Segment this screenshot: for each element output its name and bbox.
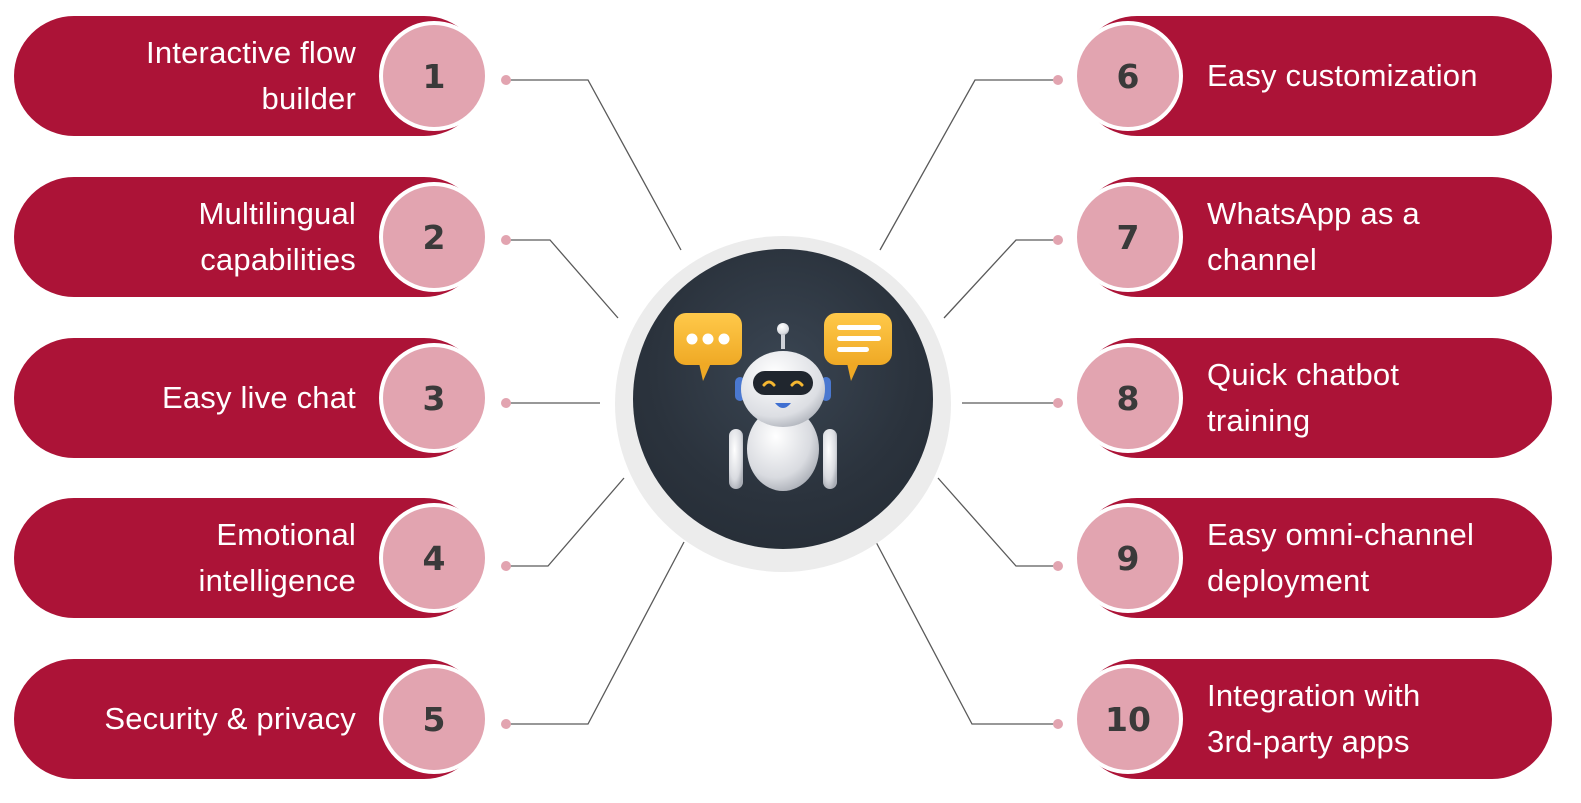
feature-label-5: Security & privacy	[104, 701, 356, 736]
connector-dot-10	[1053, 719, 1063, 729]
feature-label-10: Integration with 3rd-party apps	[1207, 678, 1421, 759]
feature-number-6: 6	[1077, 25, 1179, 127]
feature-number-1: 1	[383, 25, 485, 127]
feature-label-4: Emotional intelligence	[198, 517, 356, 598]
feature-badge-8: 8	[1073, 343, 1183, 453]
feature-number-9: 9	[1077, 507, 1179, 609]
feature-number-3: 3	[383, 347, 485, 449]
feature-number-2: 2	[383, 186, 485, 288]
feature-label-2: Multilingual capabilities	[198, 196, 356, 277]
chatbot-robot-icon	[674, 313, 892, 491]
connector-dot-7	[1053, 235, 1063, 245]
connector-5	[506, 541, 685, 725]
connector-1	[506, 79, 682, 251]
feature-badge-6: 6	[1073, 21, 1183, 131]
feature-label-7: WhatsApp as a channel	[1207, 196, 1420, 277]
chat-lines-bubble-icon	[824, 313, 892, 381]
feature-badge-9: 9	[1073, 503, 1183, 613]
connector-6	[879, 79, 1058, 251]
connector-10	[875, 541, 1058, 725]
connector-dot-1	[501, 75, 511, 85]
feature-label-8: Quick chatbot training	[1207, 357, 1400, 438]
connector-dot-4	[501, 561, 511, 571]
feature-number-10: 10	[1077, 668, 1179, 770]
feature-number-8: 8	[1077, 347, 1179, 449]
connector-dot-3	[501, 398, 511, 408]
feature-number-7: 7	[1077, 186, 1179, 288]
connector-dot-5	[501, 719, 511, 729]
feature-badge-3: 3	[379, 343, 489, 453]
feature-label-1: Interactive flow builder	[146, 35, 356, 116]
feature-badge-7: 7	[1073, 182, 1183, 292]
feature-label-6: Easy customization	[1207, 58, 1478, 93]
feature-label-3: Easy live chat	[161, 380, 356, 415]
connector-dot-8	[1053, 398, 1063, 408]
feature-number-4: 4	[383, 507, 485, 609]
connector-dot-2	[501, 235, 511, 245]
feature-label-9: Easy omni-channel deployment	[1207, 517, 1475, 598]
feature-number-5: 5	[383, 668, 485, 770]
connector-dot-6	[1053, 75, 1063, 85]
connector-9	[937, 477, 1058, 567]
feature-badge-2: 2	[379, 182, 489, 292]
connector-2	[506, 239, 619, 319]
feature-badge-5: 5	[379, 664, 489, 774]
connector-4	[506, 477, 625, 567]
feature-badge-10: 10	[1073, 664, 1183, 774]
center-disc	[633, 249, 933, 549]
connector-7	[943, 239, 1058, 319]
chat-dots-bubble-icon	[674, 313, 742, 381]
connector-dot-9	[1053, 561, 1063, 571]
feature-badge-1: 1	[379, 21, 489, 131]
feature-badge-4: 4	[379, 503, 489, 613]
